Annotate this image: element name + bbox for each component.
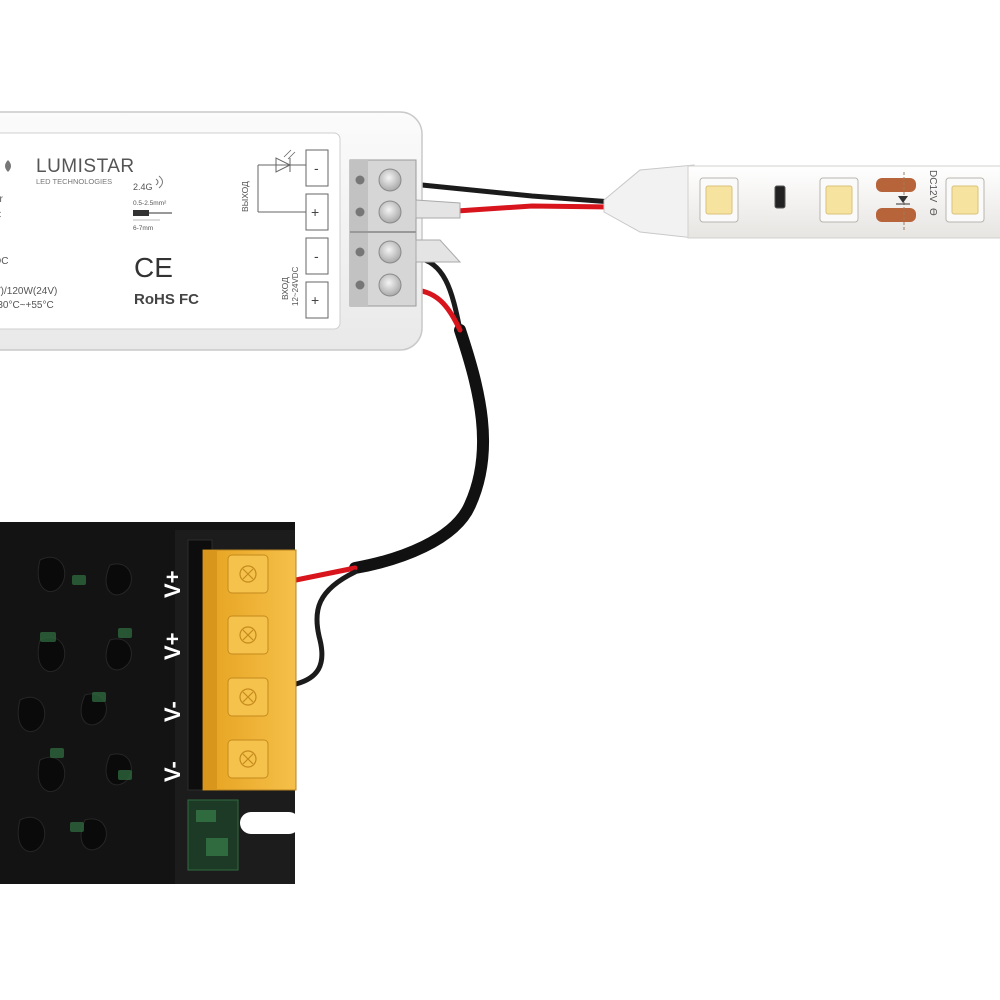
psu-terminal-label-1: V+ xyxy=(160,570,185,598)
psu-screw xyxy=(239,688,257,706)
terminal-hole xyxy=(355,280,365,290)
wireless-signal-icon xyxy=(155,175,163,189)
polarity-box-out-neg xyxy=(305,149,329,187)
polarity-out-neg: - xyxy=(314,160,319,176)
controller-label-panel xyxy=(0,132,341,330)
brand-name: LUMISTAR xyxy=(36,156,135,177)
copper-solder-pads xyxy=(876,172,916,230)
partial-line-5: -30°C~+55°C xyxy=(0,300,54,311)
partial-line-4: V)/120W(24V) xyxy=(0,286,57,297)
polarity-box-in-neg xyxy=(305,237,329,275)
psu-labels: V+ V+ V- V- xyxy=(160,570,185,782)
input-cable-jacket xyxy=(349,324,490,574)
controller-terminal-block xyxy=(349,159,462,307)
wire-gauge: 0.5-2.5mm² xyxy=(133,200,167,207)
output-wire-black xyxy=(409,181,615,205)
psu-terminal-block xyxy=(202,549,297,791)
terminal-hole xyxy=(355,175,365,185)
led-output-symbol-icon xyxy=(257,149,308,213)
led-controller: LUMISTAR LED TECHNOLOGIES er C DC V)/120… xyxy=(0,111,462,351)
psu-terminal-label-2: V+ xyxy=(160,632,185,660)
partial-line-3: DC xyxy=(0,256,8,267)
psu-wire-black xyxy=(293,569,358,687)
psu-wire-red xyxy=(293,565,358,583)
led-chip-2 xyxy=(819,177,859,223)
input-voltage: 12~24VDC xyxy=(291,266,300,306)
terminal-screw xyxy=(378,273,402,297)
strip-cut-marking: Ɵ xyxy=(927,208,938,216)
ce-mark: CE xyxy=(134,252,173,283)
partial-line-1: er xyxy=(0,194,4,205)
terminal-screw xyxy=(378,168,402,192)
strip-length: 6-7mm xyxy=(133,225,153,232)
input-label: ВХОД xyxy=(280,277,290,300)
terminal-hole xyxy=(355,247,365,257)
polarity-in-neg: - xyxy=(314,248,319,264)
cut-mark-icon xyxy=(896,196,910,205)
polarity-box-out-pos xyxy=(305,193,329,231)
brand-subtitle: LED TECHNOLOGIES xyxy=(36,177,112,186)
rf-label: 2.4G xyxy=(133,182,153,192)
wire-strip-icon xyxy=(133,210,172,221)
partial-line-2: C xyxy=(0,210,1,221)
led-chip-3 xyxy=(945,177,985,223)
terminal-hole xyxy=(355,207,365,217)
polarity-box-in-pos xyxy=(305,281,329,319)
strip-end-cap xyxy=(603,164,695,239)
resistor xyxy=(774,185,786,209)
polarity-in-pos: + xyxy=(311,292,319,308)
led-strip: DC12V Ɵ xyxy=(603,164,1000,239)
rohs-fc-mark: RoHS FC xyxy=(134,291,199,308)
psu-screw xyxy=(239,626,257,644)
psu-screw xyxy=(239,565,257,583)
terminal-screw xyxy=(378,240,402,264)
psu-vent-holes xyxy=(17,557,132,853)
terminal-screw xyxy=(378,200,402,224)
psu-screw xyxy=(239,750,257,768)
output-label: ВЫХОД xyxy=(240,181,250,212)
led-chip-1 xyxy=(699,177,739,223)
strip-marking: DC12V xyxy=(927,170,938,203)
psu-terminal-label-3: V- xyxy=(160,701,185,722)
power-supply: V+ V+ V- V- xyxy=(0,522,300,884)
psu-pcb-corner xyxy=(187,799,239,871)
psu-terminal-label-4: V- xyxy=(160,761,185,782)
polarity-out-pos: + xyxy=(311,204,319,220)
psu-mounting-slot xyxy=(240,812,300,834)
brand-logo-icon xyxy=(5,160,11,172)
